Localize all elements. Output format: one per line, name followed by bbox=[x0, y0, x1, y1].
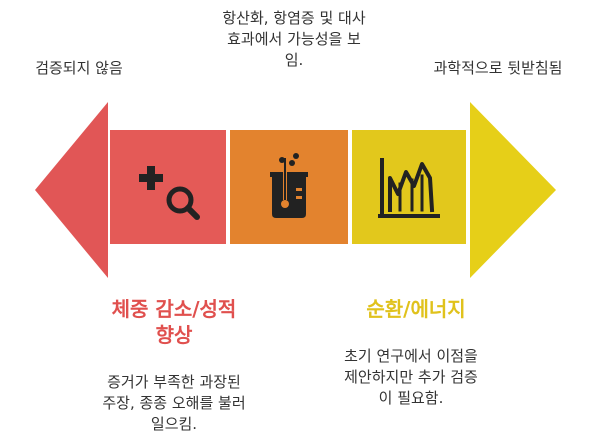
left-end-label: 검증되지 않음 bbox=[35, 59, 123, 77]
left-box bbox=[110, 130, 226, 244]
left-heading: 체중 감소/성적 향상 bbox=[111, 297, 237, 347]
right-description: 초기 연구에서 이점을 제안하지만 추가 검증 이 필요함. bbox=[344, 347, 478, 407]
growth-chart-icon bbox=[378, 158, 440, 218]
top-middle-label: 항산화, 항염증 및 대사 효과에서 가능성을 보 임. bbox=[222, 9, 366, 69]
right-end-label: 과학적으로 뒷받침됨 bbox=[433, 59, 563, 77]
right-arrowhead bbox=[470, 102, 556, 278]
medical-search-icon bbox=[139, 166, 200, 220]
right-heading: 순환/에너지 bbox=[366, 297, 466, 321]
right-box bbox=[352, 130, 466, 244]
left-arrowhead bbox=[35, 102, 108, 278]
left-description: 증거가 부족한 과장된 주장, 종종 오해를 불러 일으킴. bbox=[102, 373, 246, 433]
lab-beaker-icon bbox=[270, 153, 308, 218]
